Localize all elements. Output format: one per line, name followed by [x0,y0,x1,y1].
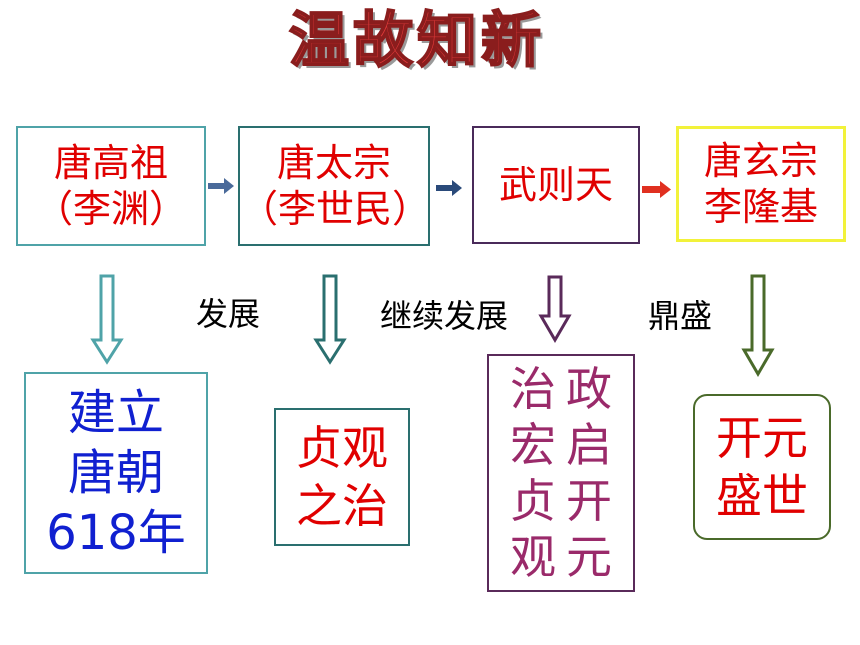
emperor-box-gaozu: 唐高祖 （李渊） [16,126,206,246]
down-arrow-icon [90,274,124,365]
down-arrow-icon [741,274,775,377]
event-line: 盛世 [716,469,808,523]
event-box-founding: 建立 唐朝 618年 [24,372,208,574]
emperor-box-wuzetian: 武则天 [472,126,640,244]
event-char: 观 [510,530,556,584]
right-arrow-icon [436,180,462,196]
emperor-title: 唐高祖 [53,141,168,185]
event-line: 贞观 [296,421,388,475]
event-char: 政 [566,362,612,416]
label-continue-develop: 继续发展 [380,297,509,335]
event-box-wuzetian: 治 宏 贞 观 政 启 开 元 [487,354,635,592]
emperor-title: 唐太宗 [276,141,391,185]
right-arrow-icon [642,181,671,198]
event-box-kaiyuan: 开元 盛世 [693,394,831,540]
emperor-box-xuanzong: 唐玄宗 李隆基 [676,126,846,242]
event-column-right: 政 启 开 元 [566,361,612,585]
label-flourish: 鼎盛 [648,297,713,335]
right-arrow-icon [208,178,234,194]
event-line: 之治 [296,479,388,533]
event-char: 元 [566,530,612,584]
event-column-left: 治 宏 贞 观 [510,361,556,585]
event-char: 贞 [510,474,556,528]
event-line: 唐朝 [67,445,164,501]
down-arrow-icon [313,274,347,365]
label-develop: 发展 [196,295,261,333]
emperor-name: 李隆基 [703,185,818,229]
event-char: 开 [566,474,612,528]
emperor-name: （李渊） [34,187,187,231]
event-line: 建立 [67,385,164,441]
event-char: 治 [510,362,556,416]
event-line: 618年 [46,505,186,561]
emperor-box-taizong: 唐太宗 （李世民） [238,126,430,246]
emperor-title: 唐玄宗 [703,139,818,183]
down-arrow-icon [538,275,572,343]
emperor-title: 武则天 [498,163,613,207]
event-line: 开元 [716,411,808,465]
event-box-zhenguan: 贞观 之治 [274,408,410,546]
emperor-name: （李世民） [240,187,431,231]
event-char: 启 [566,418,612,472]
event-char: 宏 [510,418,556,472]
page-title: 温故知新 [288,5,545,77]
